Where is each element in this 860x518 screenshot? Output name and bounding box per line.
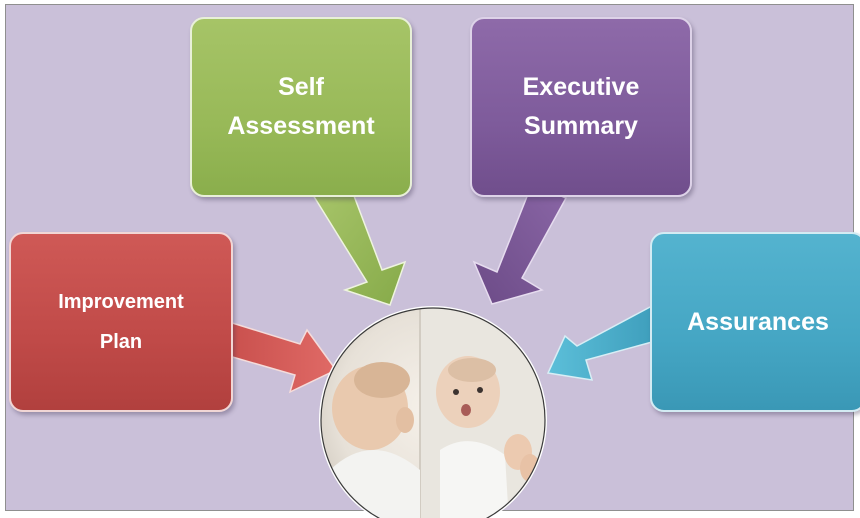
box-assurances: Assurances xyxy=(650,232,860,412)
improvement-plan-line2: Plan xyxy=(99,331,143,353)
box-executive-summary: Executive Summary xyxy=(470,17,692,197)
self-assessment-line1: Self xyxy=(278,73,324,101)
improvement-plan-line1: Improvement xyxy=(58,291,184,313)
center-photo xyxy=(319,306,547,518)
arrow-executive-summary xyxy=(472,183,568,305)
arrow-self-assessment xyxy=(311,179,407,306)
executive-summary-line1: Executive xyxy=(522,73,640,101)
arrow-assurances xyxy=(546,304,653,381)
box-improvement-plan: Improvement Plan xyxy=(9,232,233,412)
executive-summary-line2: Summary xyxy=(524,112,638,140)
arrow-improvement-plan xyxy=(228,320,338,394)
box-self-assessment: Self Assessment xyxy=(190,17,412,197)
assurances-label: Assurances xyxy=(687,307,829,336)
self-assessment-line2: Assessment xyxy=(227,112,375,140)
